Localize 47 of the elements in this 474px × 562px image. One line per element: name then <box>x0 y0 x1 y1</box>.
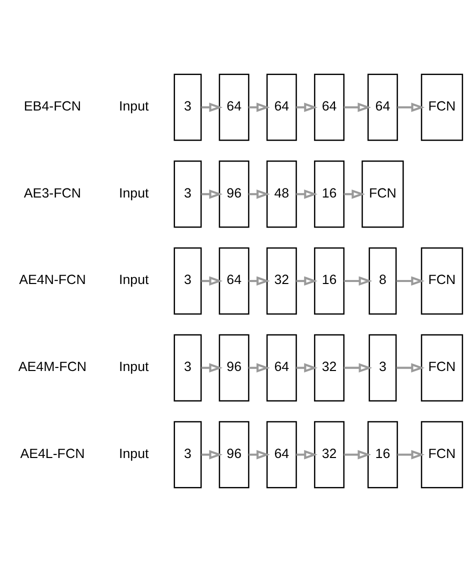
node-box: 3 <box>174 421 202 488</box>
node-box: 16 <box>367 421 398 488</box>
node-label: Input <box>119 446 149 461</box>
node-box: 64 <box>314 74 344 141</box>
node-box: 32 <box>266 247 297 315</box>
label: AE4N-FCN <box>19 272 86 288</box>
node-box: 64 <box>367 74 398 141</box>
arrow <box>396 363 425 373</box>
node-box: 64 <box>266 74 297 141</box>
node-box: 3 <box>174 247 202 315</box>
node-box: 64 <box>218 74 250 141</box>
node-box: 16 <box>314 247 344 315</box>
label: AE3-FCN <box>24 185 82 200</box>
arrow <box>344 276 372 286</box>
node-label: Input <box>119 359 149 374</box>
node-box: 3 <box>174 160 202 228</box>
arrow <box>344 363 372 373</box>
node-box: 96 <box>218 334 250 402</box>
node-box: FCN <box>420 334 464 402</box>
arrow <box>396 276 425 286</box>
arrow <box>344 450 372 460</box>
node-box: FCN <box>420 247 464 315</box>
node-box: 96 <box>218 160 250 228</box>
node-label: Input <box>119 98 149 114</box>
node-box: 64 <box>266 421 297 488</box>
node-box: 32 <box>314 334 344 402</box>
label: EB4-FCN <box>24 98 82 114</box>
node-label: Input <box>119 185 149 200</box>
arrow <box>397 450 425 460</box>
node-box: 16 <box>314 160 344 228</box>
node-box: 3 <box>368 334 397 402</box>
node-box: 64 <box>266 334 297 402</box>
label: AE4M-FCN <box>18 359 87 374</box>
node-label: Input <box>119 272 149 288</box>
node-box: 3 <box>174 74 202 141</box>
arrow <box>397 102 425 112</box>
label: AE4L-FCN <box>20 446 85 461</box>
node-box: FCN <box>362 160 404 228</box>
node-box: 8 <box>368 247 397 315</box>
node-box: 48 <box>266 160 297 228</box>
node-box: FCN <box>420 74 464 141</box>
node-box: FCN <box>420 421 464 488</box>
node-box: 32 <box>314 421 344 488</box>
node-box: 96 <box>218 421 250 488</box>
node-box: 64 <box>218 247 250 315</box>
node-box: 3 <box>174 334 202 402</box>
arrow <box>344 102 372 112</box>
